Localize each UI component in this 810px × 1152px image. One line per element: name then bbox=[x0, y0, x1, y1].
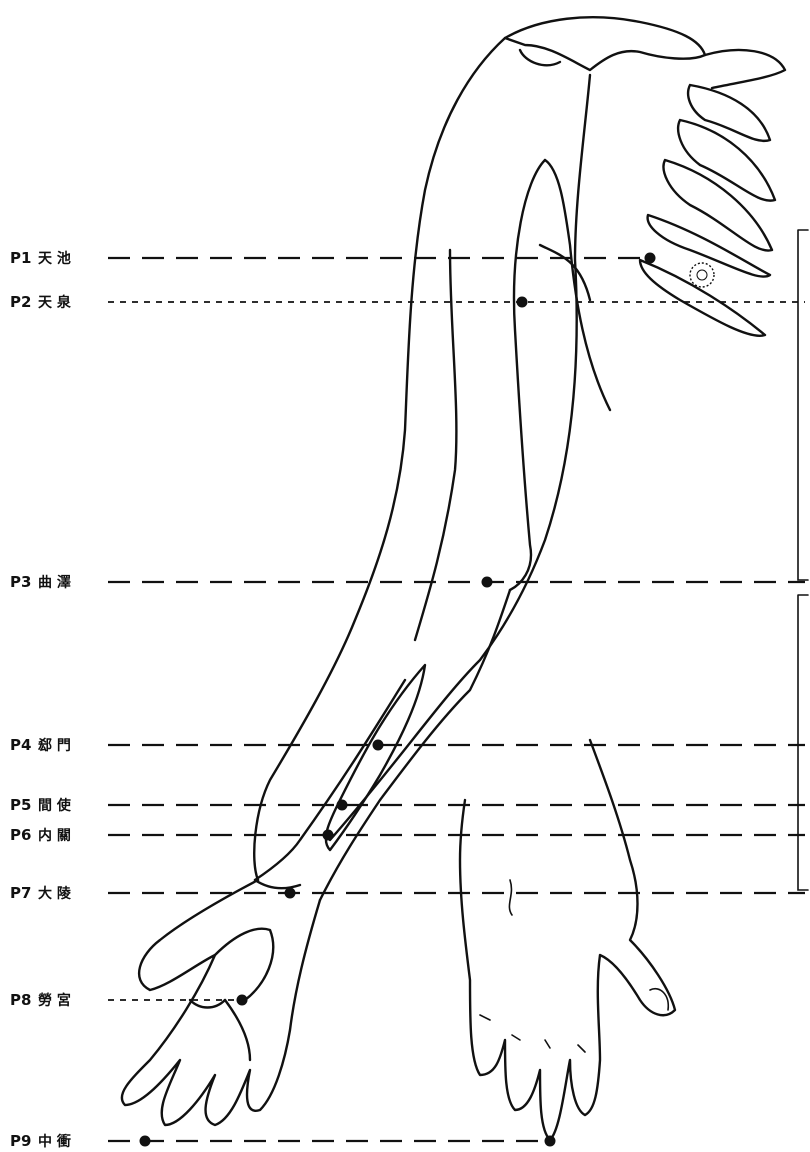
acupoint-dot bbox=[645, 253, 656, 264]
point-code-label: P7 bbox=[10, 884, 31, 902]
point-code-label: P2 bbox=[10, 293, 31, 311]
point-code-label: P3 bbox=[10, 573, 31, 591]
acupoint-p6: P6 内 關 bbox=[10, 826, 805, 844]
acupoint-dot bbox=[482, 577, 493, 588]
point-code-label: P9 bbox=[10, 1132, 31, 1150]
point-name-label: 天 泉 bbox=[38, 294, 72, 311]
point-name-label: 中 衝 bbox=[38, 1133, 71, 1150]
point-code-label: P8 bbox=[10, 991, 31, 1009]
acupoint-p9: P9 中 衝 bbox=[10, 1132, 550, 1150]
point-code-label: P6 bbox=[10, 826, 31, 844]
acupoint-p5: P5 間 使 bbox=[10, 796, 805, 814]
dorsal-hand-outline bbox=[460, 740, 675, 1140]
acupoint-dot bbox=[517, 297, 528, 308]
point-name-label: 曲 澤 bbox=[38, 574, 71, 591]
acupoint-p7: P7 大 陵 bbox=[10, 884, 805, 902]
point-name-label: 大 陵 bbox=[38, 885, 72, 902]
point-name-label: 内 關 bbox=[38, 827, 71, 844]
shoulder-rib-cage bbox=[505, 17, 785, 336]
acupoint-dot bbox=[140, 1136, 151, 1147]
point-name-label: 天 池 bbox=[38, 250, 71, 267]
acupoint-p1: P1 天 池 bbox=[10, 249, 656, 267]
point-code-label: P4 bbox=[10, 736, 31, 754]
point-name-label: 勞 宮 bbox=[38, 992, 71, 1009]
side-bracket bbox=[798, 230, 808, 890]
acupoint-dot bbox=[337, 800, 348, 811]
palm-hand-outline bbox=[122, 880, 320, 1125]
acupoint-dot bbox=[545, 1136, 556, 1147]
acupoint-dot bbox=[323, 830, 334, 841]
point-code-label: P1 bbox=[10, 249, 31, 267]
acupoint-dot bbox=[237, 995, 248, 1006]
acupoint-dot bbox=[285, 888, 296, 899]
point-code-label: P5 bbox=[10, 796, 31, 814]
acupoint-p3: P3 曲 澤 bbox=[10, 573, 805, 591]
point-name-label: 間 使 bbox=[38, 797, 72, 814]
arm-outline bbox=[254, 38, 610, 900]
acupoint-dot bbox=[373, 740, 384, 751]
point-name-label: 郄 門 bbox=[37, 737, 71, 754]
acupoint-p2: P2 天 泉 bbox=[10, 293, 805, 311]
